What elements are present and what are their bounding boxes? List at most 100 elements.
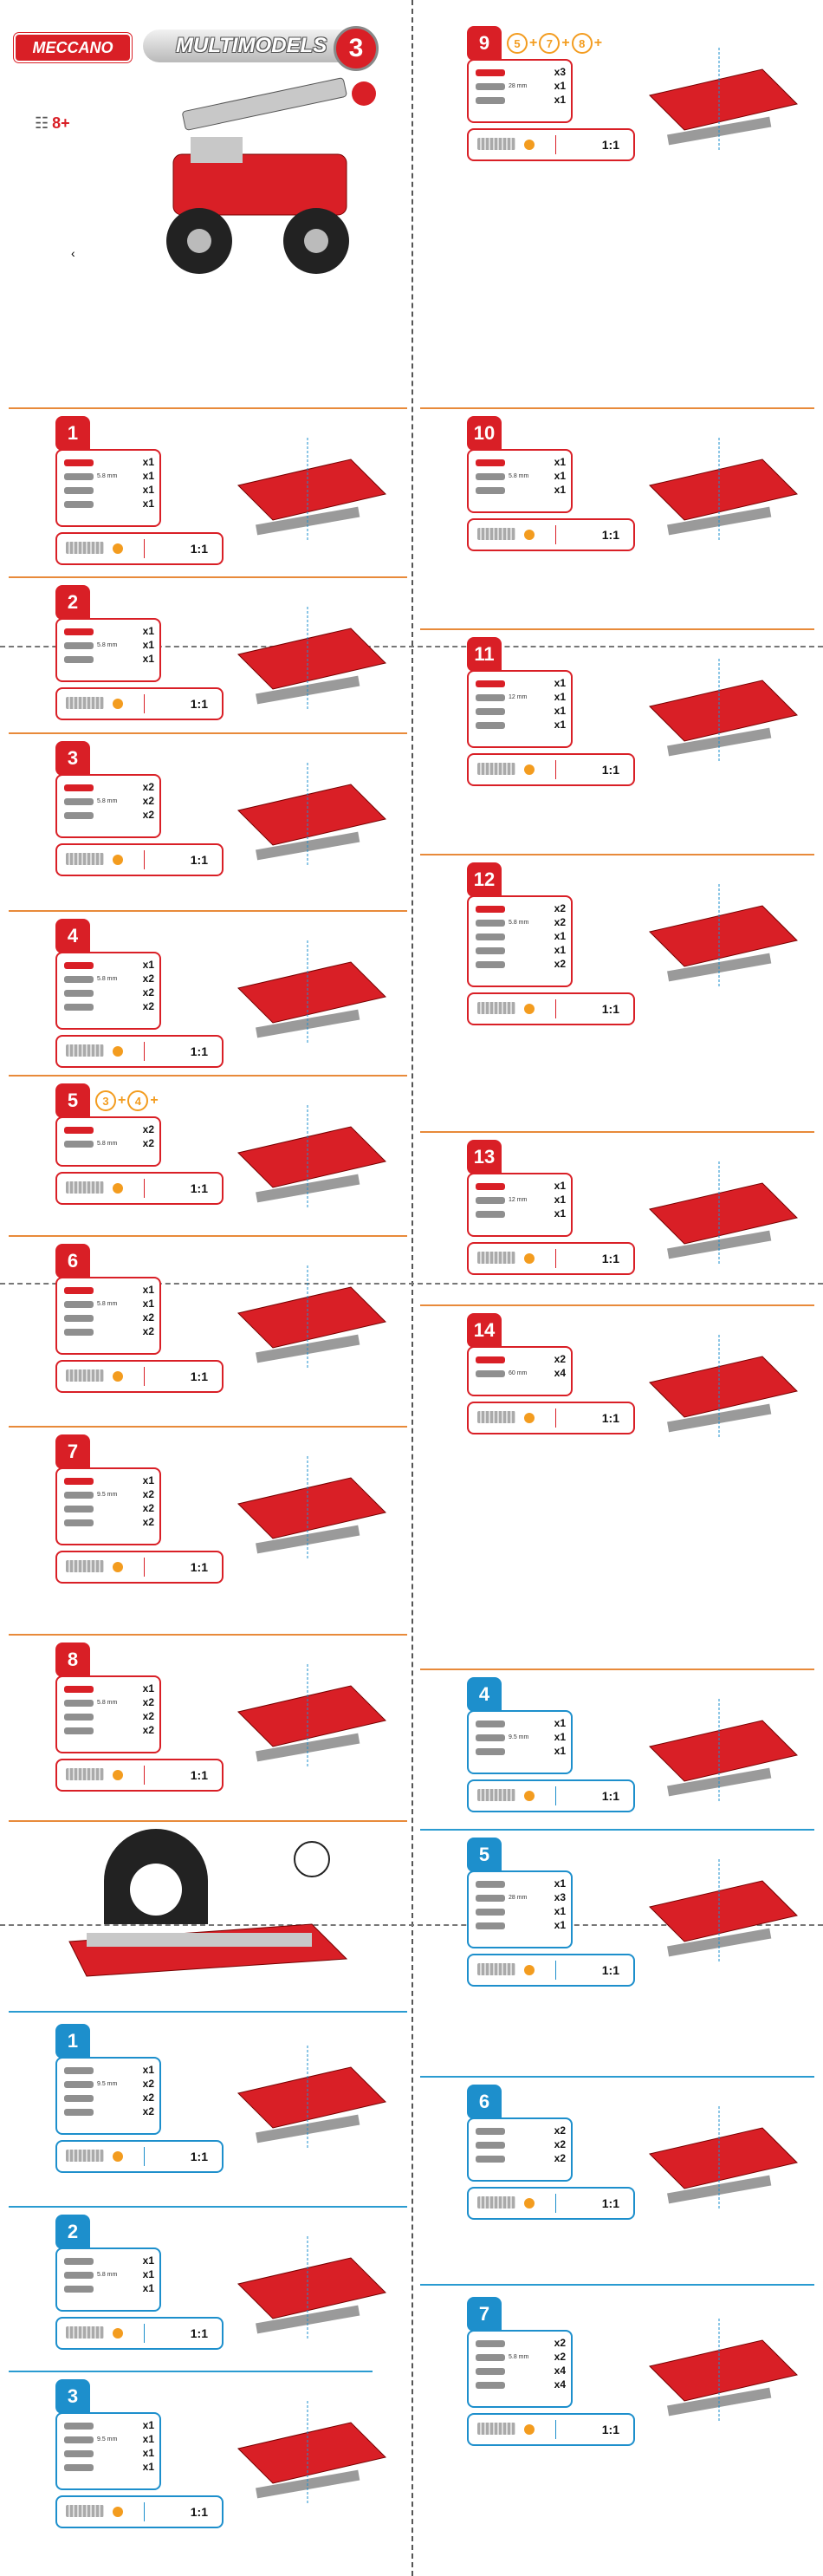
subassembly-ref: 4 <box>127 1090 149 1111</box>
part-quantity: x1 <box>142 2254 154 2267</box>
actual-size-bolt-icon <box>66 853 104 865</box>
multimodels-banner: MULTIMODELS <box>143 29 360 62</box>
part-quantity: x1 <box>554 691 566 703</box>
scale-reference: 1:1 <box>467 518 635 551</box>
step-number-badge: 5 <box>55 1083 90 1118</box>
plus-sign: + <box>529 36 538 50</box>
scale-reference: 1:1 <box>467 1779 635 1812</box>
bolt-size-label: 5.8 mm <box>509 2354 529 2360</box>
part-quantity: x1 <box>142 498 154 510</box>
part-quantity: x2 <box>554 916 566 928</box>
scale-separator <box>144 1766 145 1785</box>
separator <box>9 1235 407 1237</box>
separator <box>420 407 814 409</box>
scale-reference: 1:1 <box>55 2140 224 2173</box>
part-quantity: x1 <box>554 1877 566 1890</box>
bolt-size-label: 5.8 mm <box>97 1700 118 1706</box>
part-quantity: x4 <box>554 2378 566 2391</box>
separator <box>9 1426 407 1428</box>
scale-separator <box>144 1558 145 1577</box>
actual-size-bolt-icon <box>477 1963 515 1975</box>
plus-sign: + <box>593 36 603 50</box>
actual-size-bolt-icon <box>66 542 104 554</box>
scale-ratio: 1:1 <box>190 1768 208 1782</box>
part-icon <box>476 2142 505 2149</box>
part-icon <box>64 2272 94 2279</box>
part-quantity: x1 <box>142 2433 154 2445</box>
scale-separator <box>555 1249 556 1268</box>
part-quantity: x2 <box>142 1724 154 1736</box>
assembly-illustration <box>237 763 386 867</box>
subassembly-ref: 7 <box>539 33 561 54</box>
assembly-illustration <box>649 1335 798 1439</box>
part-icon <box>476 1734 505 1741</box>
step-number-badge: 12 <box>467 862 502 897</box>
scale-reference: 1:1 <box>55 1360 224 1393</box>
part-quantity: x2 <box>554 1353 566 1365</box>
bolt-size-label: 5.8 mm <box>97 1141 118 1147</box>
assembly-illustration <box>237 2046 386 2150</box>
scale-separator <box>555 2194 556 2213</box>
subassembly-ref: 5 <box>507 33 528 54</box>
size-code-icon <box>113 699 123 709</box>
part-quantity: x1 <box>142 1284 154 1296</box>
scale-reference: 1:1 <box>467 128 635 161</box>
assembly-illustration <box>649 48 798 152</box>
subassembly-refs: 5+7+8+ <box>507 33 604 54</box>
part-quantity: x2 <box>142 2091 154 2104</box>
part-quantity: x1 <box>142 2064 154 2076</box>
size-code-icon <box>524 1413 535 1423</box>
small-arrow-mark: ‹ <box>71 246 75 260</box>
column-divider <box>412 0 413 2576</box>
part-icon <box>64 784 94 791</box>
actual-size-bolt-icon <box>66 1369 104 1382</box>
scale-separator <box>555 1408 556 1428</box>
actual-size-bolt-icon <box>66 2505 104 2517</box>
part-quantity: x2 <box>554 958 566 970</box>
subassembly-ref: 8 <box>571 33 593 54</box>
part-icon <box>64 962 94 969</box>
size-code-icon <box>524 1253 535 1264</box>
part-quantity: x1 <box>142 1474 154 1486</box>
step-number-badge: 4 <box>467 1677 502 1712</box>
part-icon <box>476 1721 505 1727</box>
step-number-badge: 6 <box>55 1244 90 1278</box>
scale-reference: 1:1 <box>55 843 224 876</box>
part-icon <box>476 69 505 76</box>
actual-size-bolt-icon <box>477 2196 515 2208</box>
part-icon <box>64 487 94 494</box>
bolt-size-label: 5.8 mm <box>97 798 118 804</box>
scale-ratio: 1:1 <box>190 1369 208 1383</box>
step-number-badge: 1 <box>55 416 90 451</box>
scale-reference: 1:1 <box>55 1759 224 1792</box>
part-quantity: x3 <box>554 1891 566 1903</box>
part-quantity: x2 <box>142 2078 154 2090</box>
series-title: MULTIMODELS <box>176 34 327 57</box>
actual-size-bolt-icon <box>66 1560 104 1572</box>
scale-ratio: 1:1 <box>601 1252 619 1265</box>
actual-size-bolt-icon <box>477 763 515 775</box>
part-icon <box>476 1881 505 1888</box>
scale-separator <box>144 1179 145 1198</box>
part-quantity: x1 <box>142 456 154 468</box>
scale-reference: 1:1 <box>467 1954 635 1987</box>
size-code-icon <box>524 530 535 540</box>
scale-reference: 1:1 <box>55 2495 224 2528</box>
part-icon <box>64 2109 94 2116</box>
part-quantity: x2 <box>554 2337 566 2349</box>
size-code-icon <box>524 2424 535 2435</box>
bolt-size-label: 5.8 mm <box>97 2272 118 2278</box>
part-icon <box>64 1700 94 1707</box>
